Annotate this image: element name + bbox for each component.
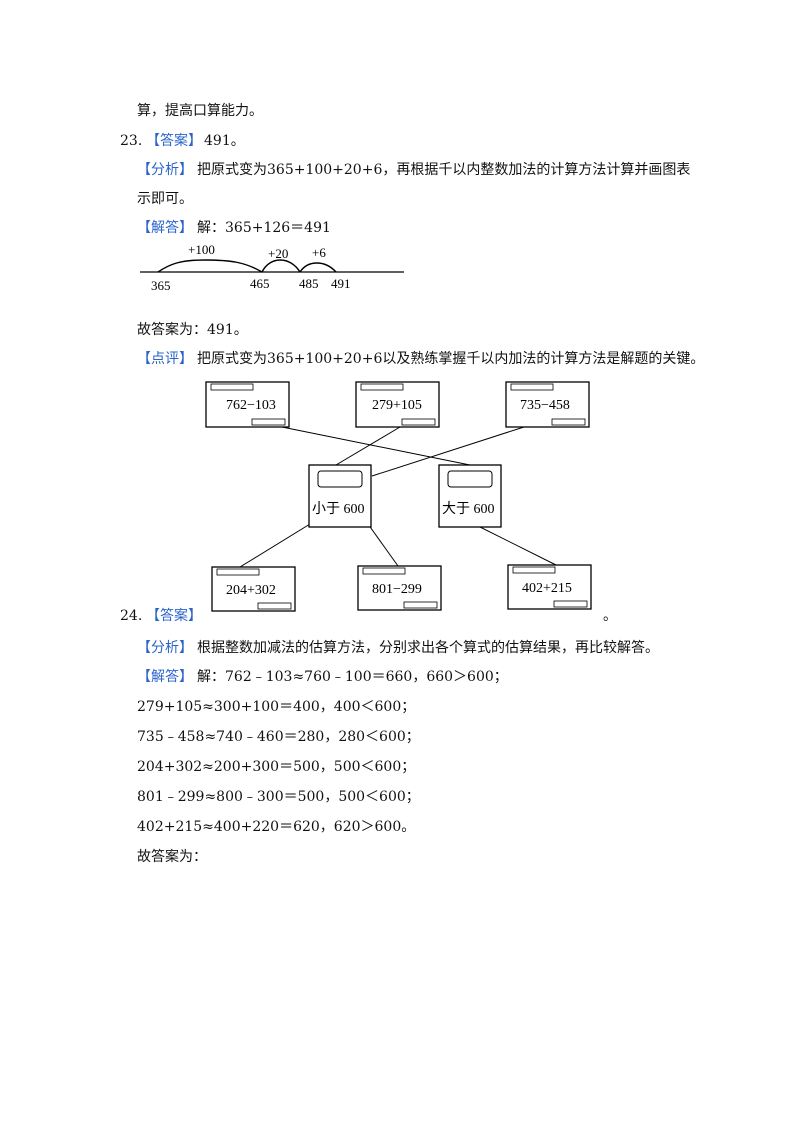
analysis-tag: 【分析】 xyxy=(137,640,193,656)
connector-line xyxy=(335,426,401,466)
comment-text: 把原式变为365+100+20+6以及熟练掌握千以内加法的计算方法是解题的关键。 xyxy=(197,351,705,367)
conclusion-text: 故答案为： xyxy=(137,849,207,865)
jump-label: +20 xyxy=(268,246,288,261)
answer-tag: 【答案】 xyxy=(146,608,202,624)
answer-tag: 【答案】 xyxy=(146,133,202,149)
analysis-text: 示即可。 xyxy=(137,191,193,207)
expression-label: 204+302 xyxy=(226,583,276,598)
category-label: 小于 600 xyxy=(312,501,365,517)
question-number: 23. xyxy=(120,133,143,149)
answer-period: 。 xyxy=(603,608,617,624)
jump-arc xyxy=(157,259,263,273)
top-expression-box: 279+105 xyxy=(355,381,440,428)
expression-label: 762−103 xyxy=(226,398,276,413)
tick-label: 491 xyxy=(331,276,351,291)
jump-arc xyxy=(299,262,337,273)
connector-line xyxy=(239,523,311,568)
top-expression-box: 762−103 xyxy=(205,381,290,428)
solution-text: 801﹣299≈800﹣300＝500，500＜600； xyxy=(137,789,420,805)
solution-tag: 【解答】 xyxy=(137,220,193,236)
solution-text: 402+215≈400+220＝620，620＞600。 xyxy=(137,819,416,835)
tick-label: 465 xyxy=(250,276,270,291)
connector-line xyxy=(281,426,471,466)
answer-text: 491。 xyxy=(204,133,245,149)
expression-label: 279+105 xyxy=(372,398,422,413)
solution-text: 735﹣458≈740﹣460＝280，280＜600； xyxy=(137,729,420,745)
solution-text: 279+105≈300+100＝400，400＜600； xyxy=(137,699,416,715)
category-box: 大于 600 xyxy=(438,464,502,528)
tick-label: 365 xyxy=(151,278,171,293)
matching-diagram: 762−103 279+105 735−458 小于 600 大于 600 20… xyxy=(205,381,592,612)
tick-label: 485 xyxy=(299,276,319,291)
expression-label: 402+215 xyxy=(522,581,572,596)
solution-text: 解：365+126＝491 xyxy=(197,220,331,236)
bottom-expression-box: 204+302 xyxy=(211,566,296,612)
bottom-expression-box: 801−299 xyxy=(357,565,442,611)
connector-line xyxy=(469,521,557,566)
connector-line xyxy=(367,523,399,567)
jump-label: +6 xyxy=(312,245,326,260)
top-expression-box: 735−458 xyxy=(505,381,590,428)
text-line: 算，提高口算能力。 xyxy=(137,103,263,119)
bottom-expression-box: 402+215 xyxy=(507,564,592,610)
expression-label: 801−299 xyxy=(372,582,422,597)
comment-tag: 【点评】 xyxy=(137,351,193,367)
jump-label: +100 xyxy=(188,242,215,257)
solution-text: 解：762﹣103≈760﹣100＝660，660＞600； xyxy=(197,669,508,685)
solution-text: 204+302≈200+300＝500，500＜600； xyxy=(137,759,416,775)
jump-arc xyxy=(261,259,301,273)
category-label: 大于 600 xyxy=(442,501,495,517)
connector-line xyxy=(371,426,525,477)
number-line-diagram: +100 +20 +6 365 465 485 491 xyxy=(140,242,404,293)
analysis-tag: 【分析】 xyxy=(137,162,193,178)
analysis-text: 根据整数加减法的估算方法，分别求出各个算式的估算结果，再比较解答。 xyxy=(197,640,659,656)
conclusion-text: 故答案为：491。 xyxy=(137,322,248,338)
solution-tag: 【解答】 xyxy=(137,669,193,685)
expression-label: 735−458 xyxy=(520,398,570,413)
question-number: 24. xyxy=(120,608,143,624)
analysis-text: 把原式变为365+100+20+6，再根据千以内整数加法的计算方法计算并画图表 xyxy=(197,162,691,178)
category-box: 小于 600 xyxy=(308,464,372,528)
